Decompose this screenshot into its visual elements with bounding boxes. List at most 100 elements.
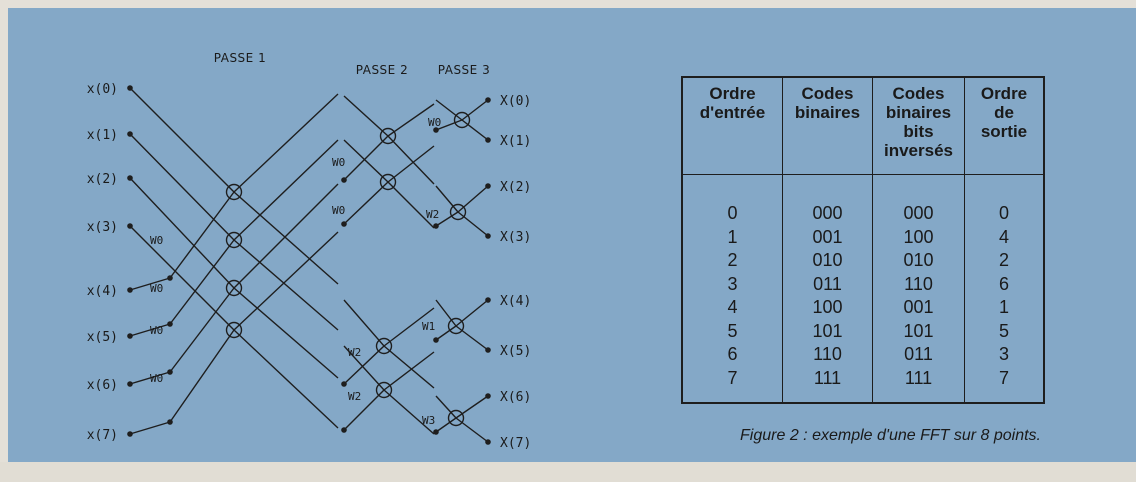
wire	[343, 139, 389, 183]
table-cell: 000	[903, 203, 934, 223]
junction-dot	[341, 427, 347, 433]
butterfly-node	[225, 231, 243, 249]
input-label: x(7)	[87, 428, 118, 443]
wire	[435, 395, 457, 419]
wire	[233, 139, 339, 241]
wire	[343, 95, 389, 137]
wire	[129, 277, 171, 291]
twiddle-label: W0	[150, 324, 163, 337]
header-divider	[683, 174, 1043, 175]
table-cell: 4	[727, 297, 738, 317]
table-cell: 101	[903, 320, 934, 341]
wire	[233, 191, 339, 285]
butterfly-nodes	[127, 85, 491, 445]
table-cell: 011	[904, 344, 933, 364]
wire	[435, 99, 463, 121]
butterfly-node	[375, 381, 393, 399]
junction-dot	[485, 233, 491, 239]
wire	[343, 135, 389, 181]
table-cell: 001	[903, 297, 934, 317]
junction-dot	[341, 221, 347, 227]
twiddle-label: W1	[422, 320, 435, 333]
junction-dot	[127, 287, 133, 293]
input-label: x(4)	[87, 284, 118, 299]
junction-dot	[433, 223, 439, 229]
table-cell: 4	[998, 226, 1009, 247]
output-label: X(1)	[500, 134, 531, 149]
junction-dot	[341, 177, 347, 183]
table-cell: 3	[998, 344, 1009, 364]
twiddle-label: W2	[426, 208, 439, 221]
wire	[129, 323, 171, 337]
figure-panel	[8, 8, 1136, 462]
wire	[455, 299, 489, 327]
table-cell: 111	[904, 367, 933, 388]
table-cell: 3	[727, 273, 738, 294]
table-cell: 000	[812, 203, 843, 223]
butterfly-node	[449, 203, 467, 221]
wire	[435, 119, 463, 131]
wire	[343, 299, 385, 347]
output-label: X(6)	[500, 390, 531, 405]
junction-dot	[167, 369, 173, 375]
table-cell: 7	[998, 367, 1009, 388]
wire	[435, 325, 457, 341]
input-label: x(0)	[87, 82, 118, 97]
wire	[233, 287, 339, 379]
output-label: X(3)	[500, 230, 531, 245]
butterfly-node	[225, 183, 243, 201]
junction-dot	[127, 131, 133, 137]
wire	[435, 211, 459, 227]
wire	[129, 177, 235, 289]
wire	[383, 345, 435, 389]
table-cell: 111	[813, 367, 842, 388]
wire	[233, 93, 339, 193]
table-cell: 2	[727, 250, 738, 270]
wire	[169, 191, 235, 279]
table-cell: 010	[903, 250, 934, 270]
wire	[233, 329, 339, 429]
wire	[435, 185, 459, 213]
wire	[455, 417, 489, 443]
table-cell: 001	[812, 226, 843, 247]
butterfly-node	[447, 409, 465, 427]
junction-dot	[127, 223, 133, 229]
twiddle-label: W0	[428, 116, 441, 129]
butterfly-node	[375, 337, 393, 355]
junction-dot	[485, 183, 491, 189]
wire	[435, 299, 457, 327]
butterfly-node	[379, 173, 397, 191]
table-cell: 0	[727, 203, 738, 223]
table-cell: 110	[904, 273, 933, 294]
wire	[343, 389, 385, 431]
table-cell: 100	[903, 226, 934, 247]
wire	[129, 225, 235, 331]
table-cell: 1	[727, 226, 738, 247]
table-cell: 100	[812, 297, 843, 317]
wire	[129, 421, 171, 435]
table-cell: 110	[813, 344, 842, 364]
twiddle-label: W0	[150, 234, 163, 247]
diagram-labels: x(0)x(1)x(2)x(3)x(4)x(5)x(6)x(7)X(0)X(1)…	[87, 51, 532, 451]
wire	[233, 231, 339, 331]
twiddle-label: W3	[422, 414, 435, 427]
input-label: x(5)	[87, 330, 118, 345]
twiddle-label: W2	[348, 346, 361, 359]
junction-dot	[127, 431, 133, 437]
wire	[383, 389, 435, 435]
wire	[387, 181, 435, 229]
wire	[455, 325, 489, 351]
output-label: X(5)	[500, 344, 531, 359]
table-cell: 011	[813, 273, 842, 294]
junction-dot	[127, 333, 133, 339]
wire	[461, 99, 489, 121]
junction-dot	[127, 381, 133, 387]
table-cell: 5	[727, 320, 738, 341]
